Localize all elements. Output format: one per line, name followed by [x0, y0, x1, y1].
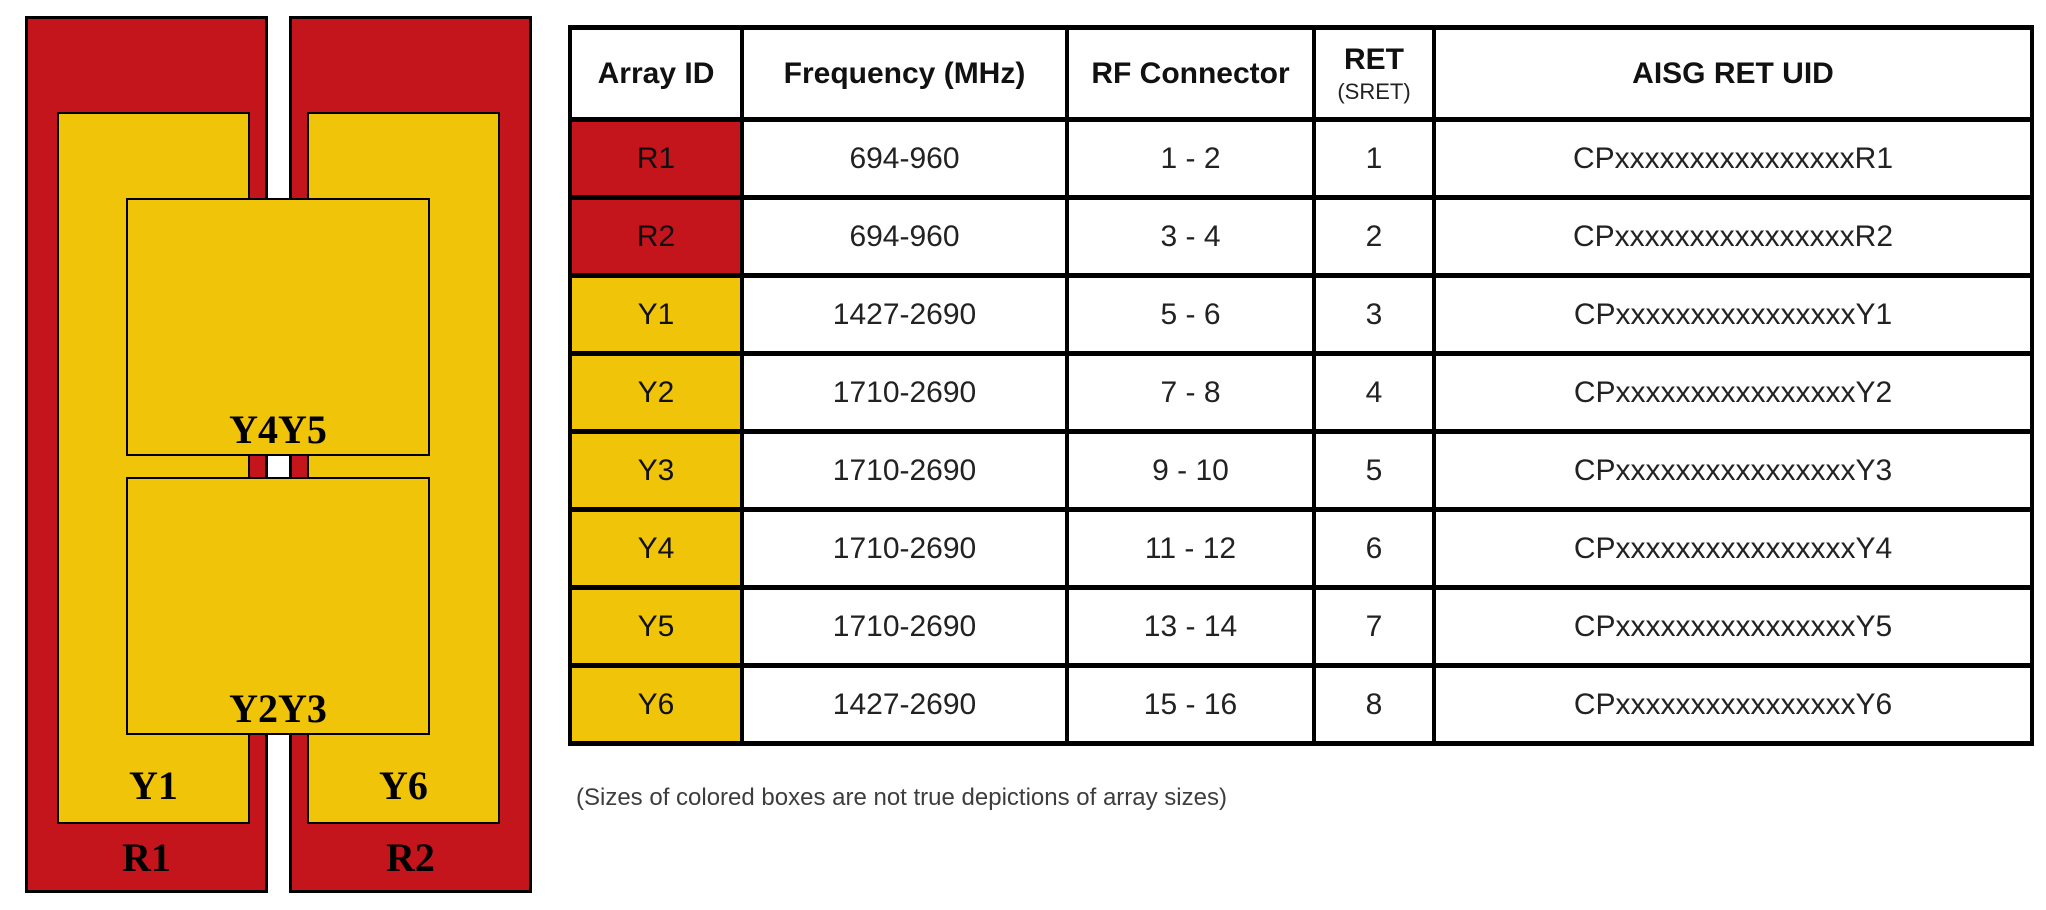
cell-frequency: 1710-2690: [740, 507, 1069, 590]
cell-ret: 1: [1312, 117, 1436, 200]
cell-array-id: R1: [568, 117, 744, 200]
cell-array-id: Y3: [568, 429, 744, 512]
cell-frequency: 694-960: [740, 195, 1069, 278]
cell-ret: 5: [1312, 429, 1436, 512]
table-row-y6: Y6 1427-2690 15 - 16 8 CPxxxxxxxxxxxxxxx…: [568, 663, 2034, 746]
cell-array-id: Y2: [568, 351, 744, 434]
array-y2y3-label: Y2Y3: [229, 686, 327, 731]
cell-ret: 2: [1312, 195, 1436, 278]
array-y2y3-box: Y2Y3: [126, 477, 430, 735]
cell-array-id: R2: [568, 195, 744, 278]
array-y6-label: Y6: [379, 763, 428, 808]
cell-rf-connector: 3 - 4: [1065, 195, 1316, 278]
spec-table-header: Array ID Frequency (MHz) RF Connector RE…: [568, 25, 2034, 122]
table-row-y1: Y1 1427-2690 5 - 6 3 CPxxxxxxxxxxxxxxxxY…: [568, 273, 2034, 356]
array-y4y5-label: Y4Y5: [229, 407, 327, 452]
cell-rf-connector: 9 - 10: [1065, 429, 1316, 512]
cell-aisg-ret-uid: CPxxxxxxxxxxxxxxxxY6: [1432, 663, 2034, 746]
header-frequency: Frequency (MHz): [740, 25, 1069, 122]
cell-frequency: 1710-2690: [740, 429, 1069, 512]
cell-array-id: Y5: [568, 585, 744, 668]
cell-ret: 8: [1312, 663, 1436, 746]
header-rf-connector: RF Connector: [1065, 25, 1316, 122]
cell-ret: 3: [1312, 273, 1436, 356]
cell-aisg-ret-uid: CPxxxxxxxxxxxxxxxxR2: [1432, 195, 2034, 278]
array-r2-label: R2: [386, 835, 435, 880]
table-row-y3: Y3 1710-2690 9 - 10 5 CPxxxxxxxxxxxxxxxx…: [568, 429, 2034, 512]
spec-table-body: R1 694-960 1 - 2 1 CPxxxxxxxxxxxxxxxxR1 …: [568, 117, 2034, 746]
array-spec-table: Array ID Frequency (MHz) RF Connector RE…: [568, 25, 2034, 746]
cell-rf-connector: 7 - 8: [1065, 351, 1316, 434]
cell-aisg-ret-uid: CPxxxxxxxxxxxxxxxxR1: [1432, 117, 2034, 200]
cell-array-id: Y6: [568, 663, 744, 746]
header-aisg-ret-uid: AISG RET UID: [1432, 25, 2034, 122]
cell-frequency: 1710-2690: [740, 585, 1069, 668]
cell-frequency: 694-960: [740, 117, 1069, 200]
header-ret-main: RET: [1344, 42, 1404, 76]
table-row-y5: Y5 1710-2690 13 - 14 7 CPxxxxxxxxxxxxxxx…: [568, 585, 2034, 668]
diagram-footnote: (Sizes of colored boxes are not true dep…: [576, 784, 1227, 811]
cell-aisg-ret-uid: CPxxxxxxxxxxxxxxxxY3: [1432, 429, 2034, 512]
cell-aisg-ret-uid: CPxxxxxxxxxxxxxxxxY4: [1432, 507, 2034, 590]
cell-rf-connector: 13 - 14: [1065, 585, 1316, 668]
cell-frequency: 1710-2690: [740, 351, 1069, 434]
array-y4y5-box: Y4Y5: [126, 198, 430, 456]
cell-rf-connector: 11 - 12: [1065, 507, 1316, 590]
cell-ret: 6: [1312, 507, 1436, 590]
table-row-r1: R1 694-960 1 - 2 1 CPxxxxxxxxxxxxxxxxR1: [568, 117, 2034, 200]
cell-array-id: Y4: [568, 507, 744, 590]
array-y1-label: Y1: [129, 763, 178, 808]
header-array-id: Array ID: [568, 25, 744, 122]
header-row: Array ID Frequency (MHz) RF Connector RE…: [568, 25, 2034, 122]
cell-frequency: 1427-2690: [740, 663, 1069, 746]
cell-aisg-ret-uid: CPxxxxxxxxxxxxxxxxY2: [1432, 351, 2034, 434]
header-ret-sub: (SRET): [1337, 78, 1411, 104]
cell-rf-connector: 15 - 16: [1065, 663, 1316, 746]
cell-ret: 7: [1312, 585, 1436, 668]
cell-frequency: 1427-2690: [740, 273, 1069, 356]
table-row-y4: Y4 1710-2690 11 - 12 6 CPxxxxxxxxxxxxxxx…: [568, 507, 2034, 590]
cell-aisg-ret-uid: CPxxxxxxxxxxxxxxxxY1: [1432, 273, 2034, 356]
cell-rf-connector: 1 - 2: [1065, 117, 1316, 200]
header-ret: RET (SRET): [1312, 25, 1436, 122]
cell-array-id: Y1: [568, 273, 744, 356]
table-row-r2: R2 694-960 3 - 4 2 CPxxxxxxxxxxxxxxxxR2: [568, 195, 2034, 278]
cell-rf-connector: 5 - 6: [1065, 273, 1316, 356]
cell-ret: 4: [1312, 351, 1436, 434]
cell-aisg-ret-uid: CPxxxxxxxxxxxxxxxxY5: [1432, 585, 2034, 668]
array-r1-label: R1: [122, 835, 171, 880]
table-row-y2: Y2 1710-2690 7 - 8 4 CPxxxxxxxxxxxxxxxxY…: [568, 351, 2034, 434]
